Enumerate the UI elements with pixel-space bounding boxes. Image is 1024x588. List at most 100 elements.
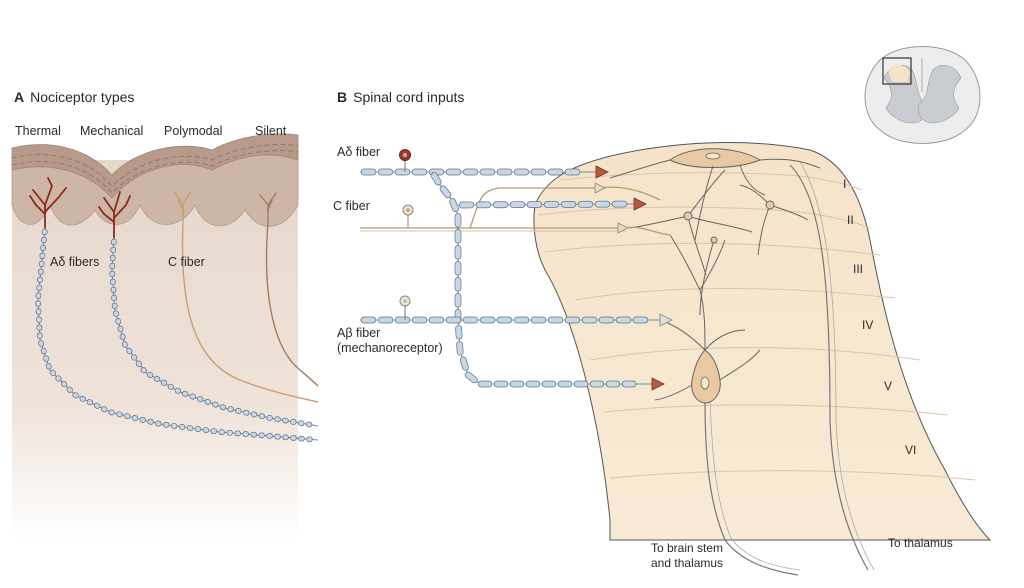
myelin-segment <box>589 380 605 388</box>
adelta-cell-body <box>399 149 411 172</box>
lamina-i-neuron <box>609 148 821 241</box>
myelin-segment <box>37 268 44 276</box>
myelin-segment <box>139 416 147 423</box>
myelin-segment <box>456 341 464 356</box>
myelin-segment <box>167 383 175 390</box>
abeta-fiber-label: Aβ fiber <box>337 326 381 340</box>
myelin-segment <box>394 168 411 176</box>
lamina-label-iv: IV <box>862 318 874 332</box>
myelin-segment <box>577 200 594 208</box>
thermal-ending <box>29 177 67 229</box>
myelin-segment <box>250 431 257 438</box>
myelin-segment <box>298 435 305 442</box>
myelin-segment <box>445 168 462 176</box>
myelin-segment <box>242 431 249 437</box>
myelin-segment <box>360 168 377 176</box>
myelin-segment <box>493 380 509 388</box>
adelta-fiber-main <box>360 168 596 176</box>
myelin-segment <box>163 421 170 428</box>
to-thalamus-label: To thalamus <box>888 536 953 550</box>
myelin-segment <box>181 390 189 397</box>
myelin-segment <box>360 316 377 324</box>
myelin-segment <box>35 292 42 299</box>
myelin-segment <box>573 380 589 388</box>
myelin-segment <box>250 411 258 418</box>
myelin-segment <box>282 417 289 424</box>
myelin-segment <box>475 201 492 209</box>
myelin-segment <box>411 168 428 176</box>
myelin-segment <box>611 200 628 208</box>
myelin-segment <box>113 310 120 317</box>
myelin-segment <box>66 386 73 393</box>
silent-ending <box>259 192 277 223</box>
adelta-terminal-lamina-i <box>595 165 609 179</box>
myelin-segment <box>186 425 194 431</box>
skin-stratum-line-2 <box>11 150 299 194</box>
myelin-segment <box>492 201 509 209</box>
myelin-segment <box>204 398 212 405</box>
lamina-label-vi: VI <box>905 443 917 457</box>
to-brainstem-label-line-1: To brain stem <box>651 541 724 555</box>
myelin-segment <box>458 201 475 209</box>
myelin-segment <box>36 316 42 323</box>
thermal-adelta-fiber <box>35 227 319 443</box>
lamina-i-projection-axon-2 <box>799 161 875 571</box>
myelin-segment <box>101 406 108 413</box>
lamina-label-iii: III <box>853 262 864 276</box>
type-label-mechanical: Mechanical <box>80 124 144 138</box>
myelin-segment <box>110 278 116 286</box>
skin-stratum-line-1 <box>11 144 299 187</box>
myelin-segment <box>60 380 68 388</box>
type-label-polymodal: Polymodal <box>164 124 223 138</box>
myelin-segment <box>306 436 313 443</box>
panel-a-title-text: Nociceptor types <box>30 89 135 105</box>
myelin-segment <box>459 356 469 371</box>
myelin-segment <box>93 402 101 409</box>
myelin-segment <box>49 369 56 376</box>
myelin-segment <box>36 324 43 331</box>
myelin-segment <box>621 380 637 388</box>
myelin-segment <box>126 347 133 355</box>
myelin-segment <box>202 427 210 434</box>
myelin-segment <box>174 387 182 394</box>
myelin-segment <box>140 367 147 374</box>
adelta-fibers-panel-a <box>35 227 319 443</box>
lamina-boundary-line <box>604 404 949 416</box>
myelin-segment <box>110 238 117 246</box>
myelin-segment <box>189 393 196 400</box>
myelin-segment <box>509 380 525 388</box>
myelinated-fibers-panel-b <box>360 168 660 388</box>
panel-b-cord <box>360 46 992 576</box>
lamina-v-projection-axon <box>704 399 799 576</box>
myelin-segment <box>543 201 560 208</box>
myelin-segment <box>36 332 43 339</box>
myelin-segment <box>526 201 543 208</box>
myelin-segment <box>290 435 297 441</box>
myelin-segment <box>462 168 479 176</box>
myelin-segment <box>110 246 117 254</box>
myelin-segment <box>111 294 117 302</box>
myelin-segment <box>464 371 478 384</box>
c-fiber-label-panel-b: C fiber <box>333 199 370 213</box>
myelin-segment <box>377 316 394 324</box>
myelin-segment <box>235 408 242 414</box>
myelin-segment <box>117 325 124 333</box>
myelin-segment <box>131 415 139 421</box>
myelin-segment <box>123 413 131 420</box>
myelin-segment <box>496 168 513 176</box>
myelin-segment <box>194 426 202 432</box>
c-fiber-cell-body <box>402 204 414 216</box>
adelta-fiber-label: Aδ fiber <box>337 145 381 159</box>
myelin-segment <box>560 200 577 208</box>
myelin-segment <box>116 411 123 418</box>
myelin-segment <box>227 406 234 413</box>
dorsal-horn <box>533 142 992 541</box>
myelin-segment <box>377 168 394 176</box>
c-fiber-terminal-1 <box>617 222 629 234</box>
myelin-segment <box>153 375 161 382</box>
myelin-segment <box>530 168 547 176</box>
myelin-segment <box>632 316 649 324</box>
myelin-segment <box>170 422 178 429</box>
